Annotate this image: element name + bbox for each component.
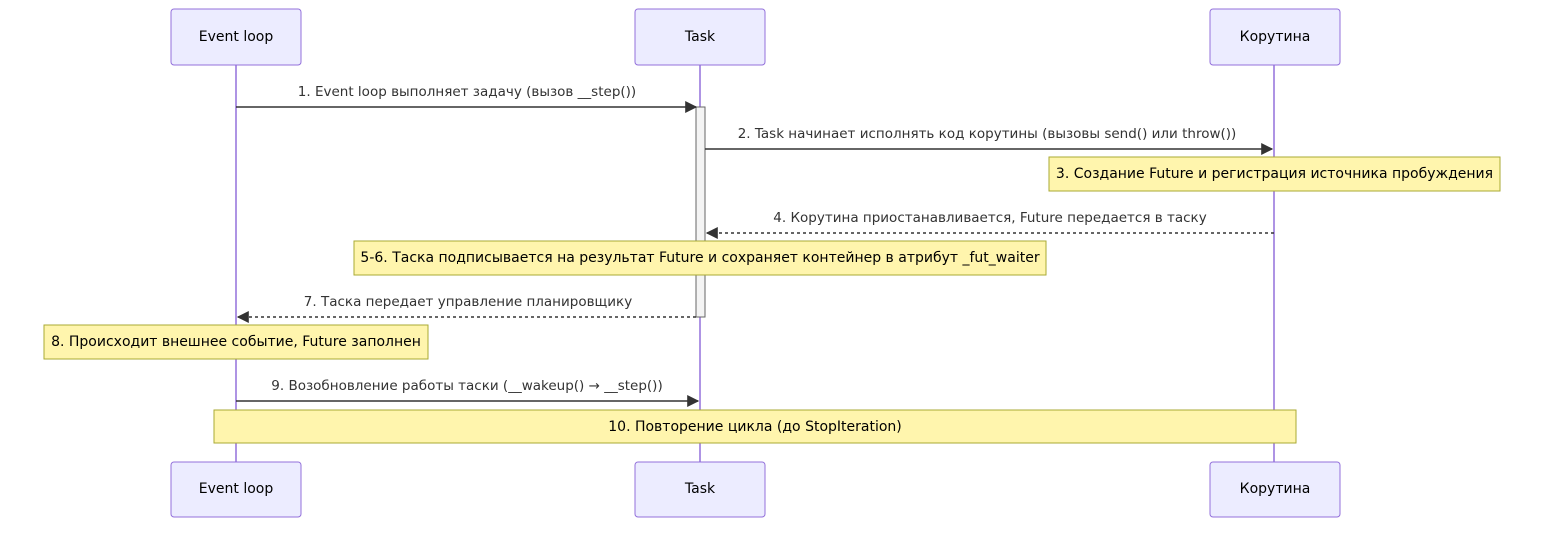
note-label: 8. Происходит внешнее событие, Future за… (51, 334, 421, 350)
actor-label: Task (684, 29, 716, 45)
message-label: 7. Таска передает управление планировщик… (304, 294, 632, 310)
message-7: 7. Таска передает управление планировщик… (236, 294, 696, 323)
task-activation-bar (695, 106, 706, 318)
actor-label: Корутина (1240, 481, 1311, 497)
actor-task-bottom: Task (634, 461, 766, 518)
actor-label: Корутина (1240, 29, 1311, 45)
message-label: 9. Возобновление работы таски (__wakeup(… (271, 378, 662, 394)
actor-task-top: Task (634, 8, 766, 66)
note-8: 8. Происходит внешнее событие, Future за… (43, 324, 429, 360)
actor-event-loop-top: Event loop (170, 8, 302, 66)
note-label: 5-6. Таска подписывается на результат Fu… (360, 250, 1039, 266)
message-label: 1. Event loop выполняет задачу (вызов __… (298, 84, 636, 100)
message-label: 2. Task начинает исполнять код корутины … (738, 126, 1237, 142)
note-label: 10. Повторение цикла (до StopIteration) (608, 419, 902, 435)
note-label: 3. Создание Future и регистрация источни… (1056, 166, 1493, 182)
actor-coroutine-top: Корутина (1209, 8, 1341, 66)
note-10: 10. Повторение цикла (до StopIteration) (213, 409, 1297, 444)
actor-label: Event loop (199, 29, 274, 45)
message-4: 4. Корутина приостанавливается, Future п… (705, 210, 1274, 239)
message-2: 2. Task начинает исполнять код корутины … (705, 126, 1274, 155)
actor-coroutine-bottom: Корутина (1209, 461, 1341, 518)
message-9: 9. Возобновление работы таски (__wakeup(… (236, 378, 700, 407)
actor-event-loop-bottom: Event loop (170, 461, 302, 518)
note-5-6: 5-6. Таска подписывается на результат Fu… (353, 240, 1047, 276)
message-1: 1. Event loop выполняет задачу (вызов __… (236, 84, 698, 113)
note-3: 3. Создание Future и регистрация источни… (1048, 156, 1501, 192)
actor-label: Event loop (199, 481, 274, 497)
actor-label: Task (684, 481, 716, 497)
message-label: 4. Корутина приостанавливается, Future п… (773, 210, 1206, 226)
